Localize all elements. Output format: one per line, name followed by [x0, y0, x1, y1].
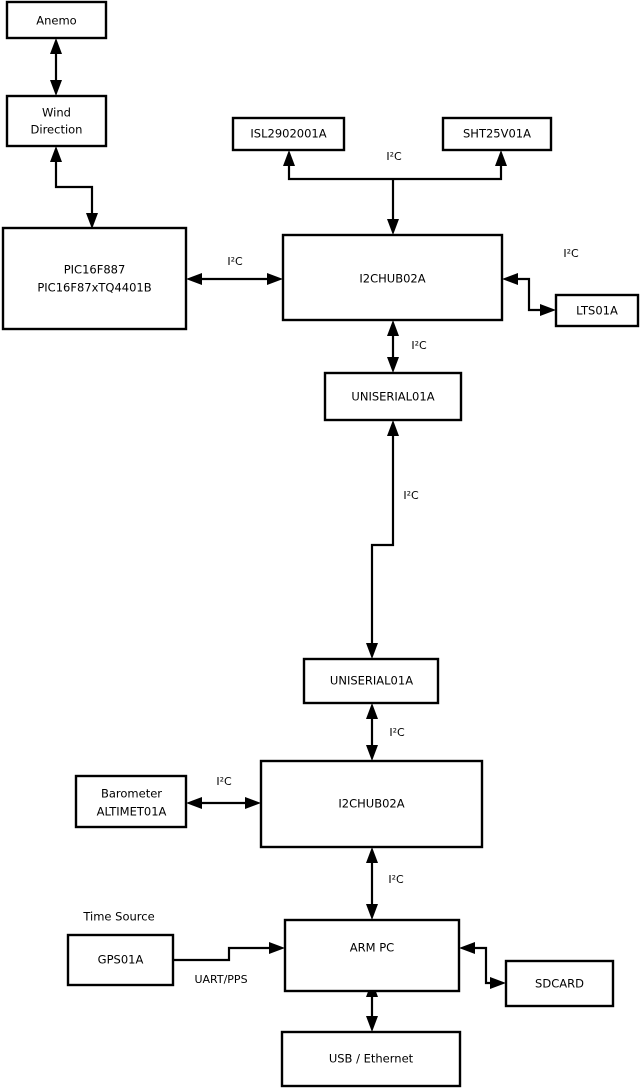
- edge-label-uniserial-link: I²C: [403, 489, 419, 502]
- edge-label-pic-hub: I²C: [227, 255, 243, 268]
- node-sdcard-box[interactable]: [504, 959, 615, 1008]
- arrow-head-left-hub: [502, 273, 518, 285]
- node-uniserial01a-bottom-label: UNISERIAL01A: [330, 674, 413, 688]
- node-uniserial01a-top-label: UNISERIAL01A: [351, 390, 434, 404]
- arrow-head-right-lts: [540, 304, 556, 316]
- arrow-head-down-hub: [387, 219, 399, 235]
- node-i2chub02a-top-box[interactable]: [281, 233, 504, 322]
- node-barometer[interactable]: Barometer ALTIMET01A: [74, 774, 188, 829]
- node-sht25v01a-box[interactable]: [441, 116, 553, 152]
- label-time-source: Time Source: [82, 910, 154, 924]
- connector-armpc-sdcard: [459, 942, 506, 989]
- node-uniserial01a-bottom[interactable]: UNISERIAL01A: [302, 657, 440, 705]
- node-barometer-box[interactable]: [74, 774, 188, 829]
- node-wind-direction-label-line2: Direction: [31, 123, 83, 137]
- node-uniserial01a-bottom-box[interactable]: [302, 657, 440, 705]
- arrow-head-left: [186, 273, 202, 285]
- node-armpc[interactable]: ARM PC: [283, 918, 461, 993]
- connector-hub-isl-sht: [283, 150, 507, 235]
- arrow-head-up-sht: [495, 150, 507, 166]
- arrow-head-right: [269, 942, 285, 954]
- node-pic-label-line2: PIC16F87xTQ4401B: [37, 281, 151, 295]
- node-wind-direction[interactable]: Wind Direction: [5, 94, 108, 148]
- arrow-head-up: [366, 703, 378, 719]
- node-barometer-label-line2: ALTIMET01A: [97, 805, 167, 819]
- arrow-head-up: [50, 38, 62, 54]
- node-wind-direction-box[interactable]: [5, 94, 108, 148]
- arrow-head-down: [86, 213, 98, 229]
- arrow-head-down: [50, 80, 62, 96]
- arrow-head-down: [366, 643, 378, 659]
- node-i2chub02a-top-label: I2CHUB02A: [359, 272, 425, 286]
- node-sdcard[interactable]: SDCARD: [504, 959, 615, 1008]
- node-uniserial01a-top[interactable]: UNISERIAL01A: [323, 371, 463, 422]
- node-pic-label-line1: PIC16F887: [64, 263, 126, 277]
- node-usb-ethernet-label: USB / Ethernet: [329, 1052, 414, 1066]
- node-armpc-box[interactable]: [283, 918, 461, 993]
- node-isl2902001a[interactable]: ISL2902001A: [231, 116, 346, 152]
- node-barometer-label-line1: Barometer: [101, 787, 162, 801]
- connector-hub-bot-armpc: [366, 847, 378, 920]
- connector-pic-wind: [50, 146, 98, 229]
- node-anemo-box[interactable]: [5, 0, 108, 40]
- arrow-head-up-isl: [283, 150, 295, 166]
- arrow-head-up: [387, 320, 399, 336]
- arrow-head-right: [267, 273, 283, 285]
- connector-hub-uniserial-top: [387, 320, 399, 373]
- arrow-head-down: [387, 357, 399, 373]
- connector-uniserial-link: [366, 420, 399, 659]
- connector-pic-hub: [186, 273, 283, 285]
- arrow-head-up: [366, 847, 378, 863]
- edge-label-hubbot-armpc: I²C: [388, 873, 404, 886]
- arrow-head-down: [366, 1016, 378, 1032]
- connector-hub-lts: [502, 273, 556, 316]
- arrow-head-left: [186, 797, 202, 809]
- node-isl2902001a-box[interactable]: [231, 116, 346, 152]
- arrow-head-up: [50, 146, 62, 162]
- connector-baro-hub-bot: [186, 797, 261, 809]
- node-i2chub02a-bottom-label: I2CHUB02A: [338, 797, 404, 811]
- node-usb-ethernet-box[interactable]: [280, 1030, 462, 1088]
- edge-label-hub-lts: I²C: [563, 247, 579, 260]
- edge-label-hub-uniserial: I²C: [411, 339, 427, 352]
- node-sdcard-label: SDCARD: [535, 977, 584, 991]
- node-usb-ethernet[interactable]: USB / Ethernet: [280, 1030, 462, 1088]
- node-i2chub02a-bottom[interactable]: I2CHUB02A: [259, 759, 484, 849]
- arrow-head-right: [245, 797, 261, 809]
- node-i2chub02a-top[interactable]: I2CHUB02A: [281, 233, 504, 322]
- node-lts01a[interactable]: LTS01A: [554, 293, 640, 328]
- node-lts01a-box[interactable]: [554, 293, 640, 328]
- arrow-head-up: [387, 420, 399, 436]
- arrow-head-right-sdcard: [490, 977, 506, 989]
- node-pic[interactable]: PIC16F887 PIC16F87xTQ4401B: [1, 226, 188, 331]
- node-sht25v01a[interactable]: SHT25V01A: [441, 116, 553, 152]
- connector-gps-armpc: [173, 942, 285, 962]
- node-isl2902001a-label: ISL2902001A: [250, 127, 326, 141]
- node-i2chub02a-bottom-box[interactable]: [259, 759, 484, 849]
- node-anemo-label: Anemo: [36, 14, 76, 28]
- node-wind-direction-label-line1: Wind: [42, 106, 71, 120]
- connector-anemo-wind: [50, 38, 62, 96]
- arrow-head-left-armpc: [459, 942, 475, 954]
- edge-label-baro-hubbot: I²C: [216, 775, 232, 788]
- node-gps01a[interactable]: GPS01A: [66, 933, 175, 987]
- node-sht25v01a-label: SHT25V01A: [463, 127, 531, 141]
- node-gps01a-box[interactable]: [66, 933, 175, 987]
- node-lts01a-label: LTS01A: [576, 304, 618, 318]
- connector-uniserial-hub-bot: [366, 703, 378, 761]
- edge-label-uniserial-hubbot: I²C: [389, 726, 405, 739]
- node-anemo[interactable]: Anemo: [5, 0, 108, 40]
- node-pic-box[interactable]: [1, 226, 188, 331]
- edge-label-isl-sht-bus: I²C: [386, 150, 402, 163]
- edge-label-gps-armpc: UART/PPS: [194, 973, 247, 986]
- node-gps01a-label: GPS01A: [98, 953, 144, 967]
- arrow-head-down: [366, 745, 378, 761]
- node-armpc-label: ARM PC: [350, 941, 394, 955]
- arrow-head-down: [366, 904, 378, 920]
- node-uniserial01a-top-box[interactable]: [323, 371, 463, 422]
